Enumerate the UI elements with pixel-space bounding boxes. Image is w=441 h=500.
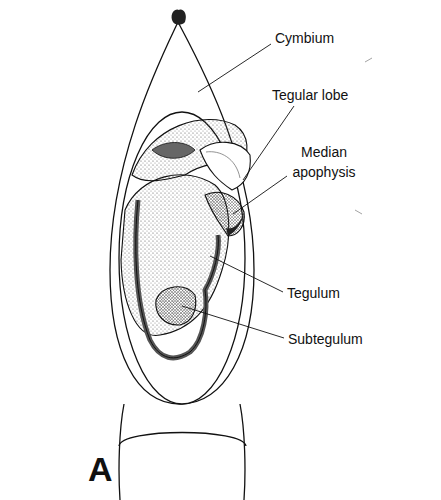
part-label: Tegular lobe	[272, 86, 348, 104]
part-label: Tegulum	[287, 284, 340, 302]
part-label: Subtegulum	[288, 330, 363, 348]
part-label: Median apophysis	[284, 142, 364, 182]
part-label: Cymbium	[275, 29, 334, 47]
figure-letter: A	[88, 450, 113, 488]
